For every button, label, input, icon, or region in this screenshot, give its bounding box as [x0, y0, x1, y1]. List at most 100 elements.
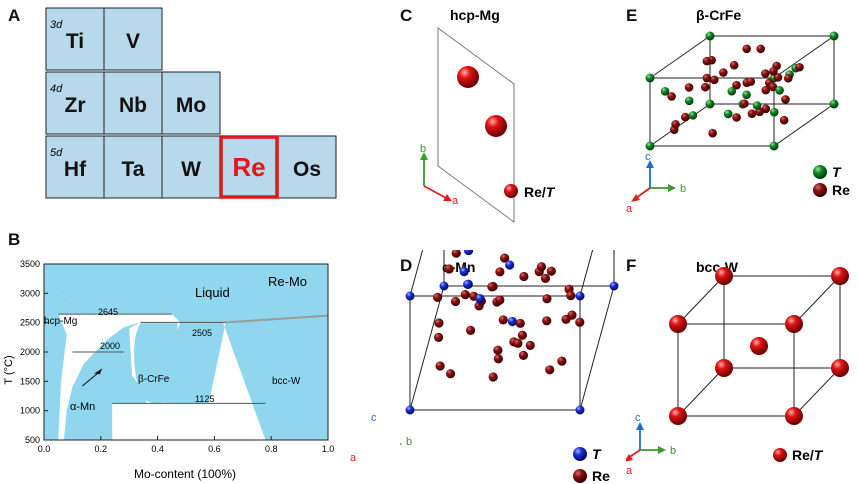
alpha-atoms — [405, 250, 619, 415]
element-cell-os: Os — [277, 135, 337, 199]
element-symbol: Nb — [119, 94, 147, 117]
element-symbol: Zr — [65, 94, 86, 117]
element-symbol: Hf — [64, 158, 87, 181]
alpha-axis-triad — [400, 443, 402, 445]
isotherm-2645: 2645 — [98, 307, 118, 317]
x-tick-label: 0.8 — [265, 444, 278, 454]
panel-label-f: F — [626, 256, 637, 275]
period-label: 3d — [50, 19, 63, 31]
alpha-legend-re-atom — [573, 469, 587, 483]
alpha-axis-b-label: b — [406, 436, 413, 448]
x-tick-label: 0.0 — [38, 444, 51, 454]
bcc-axis-b-label: b — [670, 445, 676, 457]
phase-ylabel: T (°C) — [3, 355, 15, 384]
element-symbol: Mo — [176, 94, 206, 117]
sigma-axis-b-label: b — [680, 183, 686, 195]
sigma-legend-t-atom — [813, 165, 827, 179]
phase-diagram-axes: 0.0 0.2 0.4 0.6 0.8 1.0 500 1000 1500 2000 2500 300… — [20, 259, 334, 454]
sigma-axis-triad: c b a — [626, 151, 686, 215]
element-symbol: W — [181, 158, 201, 181]
isotherm-2505: 2505 — [192, 328, 212, 338]
element-cell-ta: Ta — [103, 135, 163, 199]
panel-label-d: D — [400, 256, 413, 275]
element-cell-v: V — [103, 7, 163, 71]
period-label: 5d — [50, 147, 63, 159]
phase-liquid-label: Liquid — [195, 285, 230, 300]
hcp-axis-a-label: a — [452, 195, 459, 207]
phase-xlabel: Mo-content (100%) — [134, 467, 236, 481]
highlight-frame — [219, 135, 279, 199]
isotherm-1125: 1125 — [195, 394, 214, 404]
x-tick-label: 1.0 — [322, 444, 335, 454]
phase-diagram-lines — [58, 313, 329, 404]
phase-diagram: 0.0 0.2 0.4 0.6 0.8 1.0 500 1000 1500 2000 2500 300… — [3, 259, 334, 481]
alpha-mn-structure: α-Mn T Re — [400, 250, 619, 484]
element-cell-re: Re — [219, 135, 279, 199]
beta-crfe-structure: β-CrFe c b a T Re — [626, 7, 850, 215]
hcp-legend-label: Re/T — [524, 184, 556, 200]
phase-label-bcc: bcc-W — [272, 376, 301, 387]
y-tick-label: 3500 — [20, 259, 40, 269]
y-tick-label: 500 — [25, 435, 40, 445]
alpha-legend-t: T — [592, 446, 602, 462]
element-symbol: Os — [293, 158, 321, 181]
element-symbol: Ta — [122, 158, 145, 181]
isotherm-2000: 2000 — [100, 341, 120, 351]
panel-label-e: E — [626, 6, 638, 25]
panel-label-b: B — [8, 230, 21, 249]
y-tick-label: 3000 — [20, 288, 40, 298]
phase-label-sigma: β-CrFe — [138, 374, 170, 385]
hcp-basal-plane — [437, 27, 515, 223]
phase-diagram-regions — [44, 264, 328, 440]
element-cell-mo: Mo — [161, 71, 221, 135]
phase-label-hcp: hcp-Mg — [44, 316, 77, 327]
x-tick-label: 0.4 — [151, 444, 164, 454]
alpha-legend-re: Re — [592, 468, 610, 484]
sigma-axis-c-label: c — [645, 151, 651, 163]
panel-label-c: C — [400, 6, 413, 25]
y-tick-label: 1500 — [20, 376, 40, 386]
x-tick-label: 0.6 — [208, 444, 221, 454]
bcc-axis-c-label: c — [635, 412, 641, 424]
panel-label-a: A — [8, 6, 21, 25]
phase-label-alpha: α-Mn — [70, 401, 95, 413]
alpha-legend-t-atom — [573, 447, 587, 461]
y-tick-label: 2500 — [20, 318, 40, 328]
alpha-axis-c-label: c — [371, 412, 377, 424]
bcc-axis-a-label: a — [626, 465, 633, 477]
hcp-legend-atom — [504, 184, 518, 198]
alpha-axis-a-label: a — [350, 452, 357, 464]
hcp-axis-triad: b a — [420, 143, 459, 207]
element-symbol: Ti — [66, 30, 84, 53]
element-symbol: Re — [232, 152, 265, 182]
bcc-axis-triad: c b a — [626, 412, 676, 477]
element-symbol: V — [126, 30, 140, 53]
sigma-legend-re-atom — [813, 183, 827, 197]
element-cell-w: W — [161, 135, 221, 199]
sigma-legend-re: Re — [832, 182, 850, 198]
alpha-unit-cell — [409, 250, 615, 411]
sigma-legend-t: T — [832, 164, 842, 180]
phase-system-label: Re-Mo — [268, 274, 307, 289]
hcp-title: hcp-Mg — [450, 7, 500, 23]
sigma-axis-a-label: a — [626, 203, 633, 215]
bcc-w-structure: bcc-W c b a Re/T — [626, 259, 849, 477]
bcc-atoms — [669, 267, 849, 425]
bcc-legend-label: Re/T — [792, 447, 824, 463]
x-tick-label: 0.2 — [95, 444, 108, 454]
bcc-unit-cell — [677, 275, 841, 417]
hcp-axis-b-label: b — [420, 143, 426, 155]
bcc-legend-atom — [773, 448, 787, 462]
hcp-structure: hcp-Mg b a Re/T — [420, 7, 556, 223]
period-label: 4d — [50, 83, 63, 95]
hcp-atom-1 — [457, 66, 479, 88]
y-tick-label: 1000 — [20, 406, 40, 416]
element-cell-nb: Nb — [103, 71, 163, 135]
sigma-title: β-CrFe — [696, 7, 741, 23]
hcp-atom-2 — [485, 115, 507, 137]
y-tick-label: 2000 — [20, 347, 40, 357]
